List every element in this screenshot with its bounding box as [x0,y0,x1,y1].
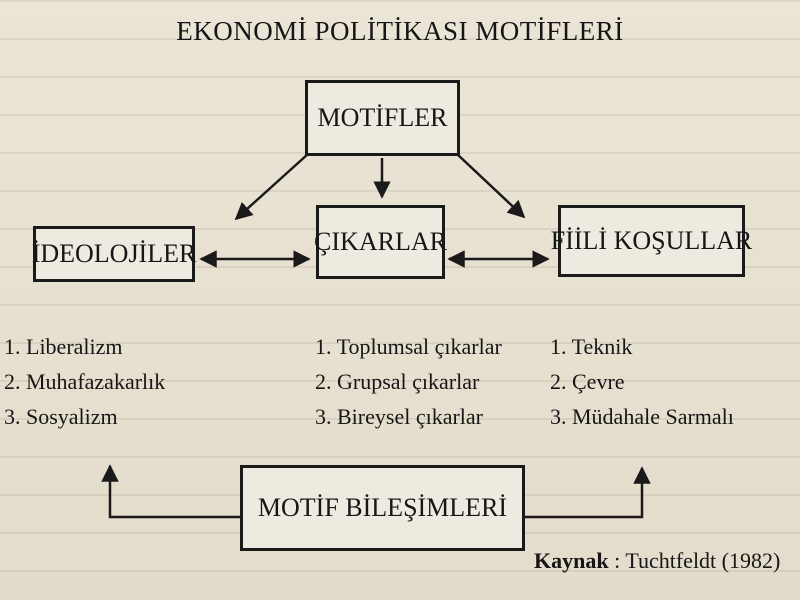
ideolojiler-list: 1. Liberalizm 2. Muhafazakarlık 3. Sosya… [4,336,165,441]
cikarlar-list: 1. Toplumsal çıkarlar 2. Grupsal çıkarla… [315,336,502,441]
node-motifler: MOTİFLER [305,80,460,156]
node-fiili-kosullar: FİİLİ KOŞULLAR [551,205,752,277]
node-cikarlar: ÇIKARLAR [314,205,447,279]
list-item: 2. Muhafazakarlık [4,369,166,394]
list-item: 3. Müdahale Sarmalı [550,404,734,429]
list-item: 3. Bireysel çıkarlar [315,404,483,429]
node-ideolojiler-label: İDEOLOJİLER [31,239,197,268]
source-citation: Kaynak : Tuchtfeldt (1982) [534,548,780,574]
arrow-bilesimleri-to-ideolojiler [101,464,240,519]
list-item: 3. Sosyalizm [4,404,118,429]
list-item: 2. Grupsal çıkarlar [315,369,480,394]
node-fiili-kosullar-label: FİİLİ KOŞULLAR [550,226,753,255]
node-motif-bilesimleri: MOTİF BİLEŞİMLERİ [240,465,525,551]
diagram-title: EKONOMİ POLİTİKASI MOTİFLERİ [176,16,624,46]
arrow-motifler-to-fiili-kosullar [456,153,526,219]
arrow-motifler-to-ideolojiler [234,153,309,221]
node-cikarlar-label: ÇIKARLAR [314,227,447,256]
fiili-kosullar-list: 1. Teknik 2. Çevre 3. Müdahale Sarmalı [550,336,734,441]
source-text: Tuchtfeldt (1982) [625,548,781,573]
list-item: 2. Çevre [550,369,625,394]
source-label: Kaynak [534,548,609,573]
list-item: 1. Toplumsal çıkarlar [315,334,502,359]
node-motifler-label: MOTİFLER [317,103,448,132]
source-separator: : [608,548,626,573]
list-item: 1. Liberalizm [4,334,123,359]
node-ideolojiler: İDEOLOJİLER [31,226,197,282]
list-item: 1. Teknik [550,334,633,359]
arrow-bilesimleri-to-fiili-kosullar [525,466,651,519]
node-motif-bilesimleri-label: MOTİF BİLEŞİMLERİ [257,493,508,522]
